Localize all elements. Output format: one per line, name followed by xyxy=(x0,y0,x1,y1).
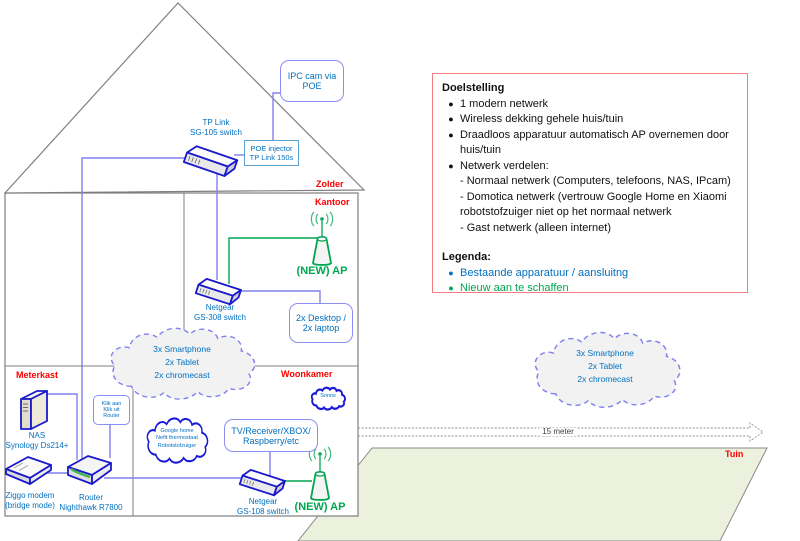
objective-text: Draadloos apparatuur automatisch AP over… xyxy=(460,128,729,157)
domotica-cloud xyxy=(146,417,209,464)
gs108-switch-label: Netgear GS-108 switch xyxy=(236,497,290,516)
domotica-cloud-text: Google home Nefit thermostaat Robotstofz… xyxy=(156,428,198,449)
legend-item-new: ● Nieuw aan te schaffen xyxy=(442,281,738,297)
sonos-cloud xyxy=(310,386,346,411)
wireless-cloud-garden-text: 3x Smartphone 2x Tablet 2x chromecast xyxy=(576,348,634,384)
objective-text: Wireless dekking gehele huis/tuin xyxy=(460,113,624,125)
netgear-gs108-switch-icon xyxy=(238,468,286,497)
gs308-switch-label: Netgear GS-308 switch xyxy=(193,303,247,322)
ziggo-modem-label: Ziggo modem (bridge mode) xyxy=(5,491,55,510)
tv-cluster-box: TV/Receiver/XBOX/ Raspberry/etc xyxy=(224,419,318,452)
sonos-label: Sonos xyxy=(320,393,336,399)
nas-label: NAS Synology Ds214+ xyxy=(5,431,69,450)
objective-item: ● Netwerk verdelen: xyxy=(442,159,738,175)
cable-ipc-poe xyxy=(272,92,280,140)
bullet-icon: ● xyxy=(448,98,454,109)
distance-label: 15 meter xyxy=(539,428,577,436)
garden-area xyxy=(297,447,768,541)
wireless-cloud-inside xyxy=(110,327,256,400)
room-label-meterkast: Meterkast xyxy=(16,370,59,380)
kaku-router-box: Klik aan Klik uit Router xyxy=(93,395,130,425)
nas-synology-icon xyxy=(20,390,48,430)
objective-sub-item: - Domotica netwerk (vertrouw Google Home… xyxy=(460,190,727,219)
room-label-kantoor: Kantoor xyxy=(315,197,350,207)
objective-sub-item: - Normaal netwerk (Computers, telefoons,… xyxy=(460,175,731,187)
poe-injector-box: POE injector TP Link 150s xyxy=(244,140,299,166)
legend-new-text: Nieuw aan te schaffen xyxy=(460,282,569,294)
room-label-tuin: Tuin xyxy=(725,449,744,459)
legend-existing-bullet-icon: ● xyxy=(448,267,454,278)
room-label-woonkamer: Woonkamer xyxy=(281,369,333,379)
tplink-sg105-switch-icon xyxy=(182,145,239,177)
legend-item-existing: ● Bestaande apparatuur / aansluitng xyxy=(442,266,738,282)
nighthawk-router-label: Router Nighthawk R7800 xyxy=(59,493,123,512)
objective-text: Netwerk verdelen: xyxy=(460,159,549,172)
ziggo-modem-icon xyxy=(5,456,52,485)
objectives-box: Doelstelling ● 1 modern netwerk ● Wirele… xyxy=(432,73,748,294)
access-point-living-icon xyxy=(308,446,332,501)
legend-new-bullet-icon: ● xyxy=(448,283,454,293)
ap-living-label: (NEW) AP xyxy=(294,501,346,513)
access-point-office-icon xyxy=(310,211,334,266)
cable-gs308-desktop xyxy=(236,290,321,304)
objective-sub-item: - Gast netwerk (alleen internet) xyxy=(460,221,612,234)
ap-office-label: (NEW) AP xyxy=(296,265,348,277)
tplink-switch-label: TP Link SG-105 switch xyxy=(189,118,243,137)
bullet-icon: ● xyxy=(448,129,454,140)
cable-nas-router xyxy=(44,393,78,460)
spacer xyxy=(442,236,738,250)
wireless-cloud-inside-text: 3x Smartphone 2x Tablet 2x chromecast xyxy=(153,344,211,380)
objective-item: ● Draadloos apparatuur automatisch AP ov… xyxy=(442,128,738,159)
cable-gs308-ap xyxy=(228,237,322,284)
netgear-gs308-switch-icon xyxy=(194,277,242,306)
bullet-icon: ● xyxy=(448,114,454,124)
network-cables-existing xyxy=(44,92,321,479)
desktop-laptop-box: 2x Desktop / 2x laptop xyxy=(289,303,353,343)
cable-tplink-router xyxy=(81,157,200,460)
room-label-zolder: Zolder xyxy=(316,179,344,189)
objectives-heading: Doelstelling xyxy=(442,82,505,94)
objective-item: ● Wireless dekking gehele huis/tuin xyxy=(442,112,738,128)
wireless-cloud-garden xyxy=(534,331,681,408)
nighthawk-router-icon xyxy=(67,455,112,485)
objective-text: 1 modern netwerk xyxy=(460,97,549,110)
ipc-cam-box: IPC cam via POE xyxy=(280,60,344,102)
bullet-icon: ● xyxy=(448,160,454,171)
legend-existing-text: Bestaande apparatuur / aansluitng xyxy=(460,266,629,279)
objective-item: ● 1 modern netwerk xyxy=(442,97,738,113)
legend-heading: Legenda: xyxy=(442,251,491,263)
